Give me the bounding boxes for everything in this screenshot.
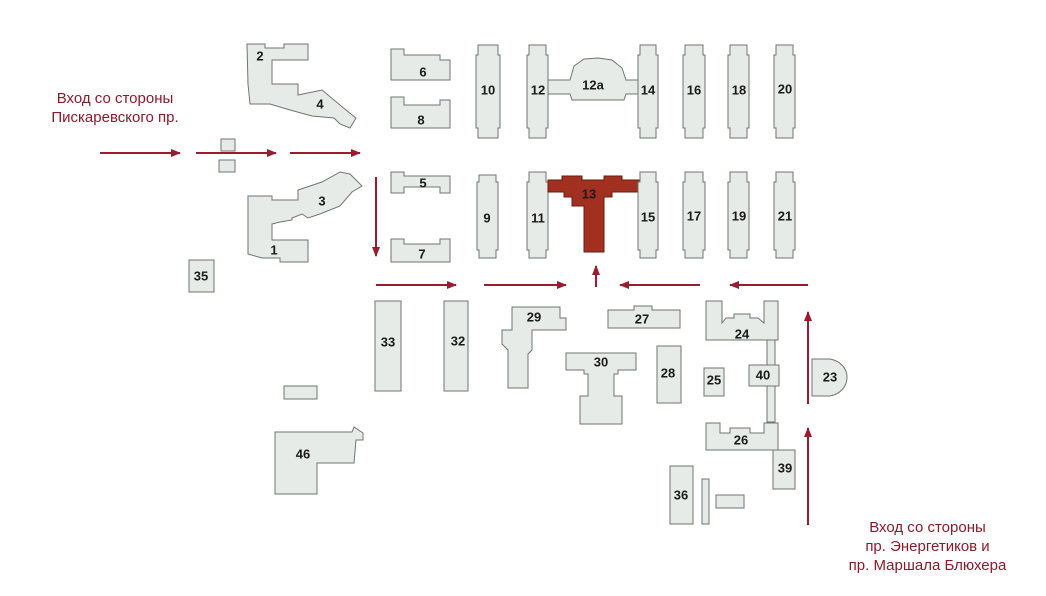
entrance-east-line1: Вход со стороны (869, 519, 986, 536)
building-18[interactable]: 18 (727, 44, 750, 139)
building-46-label: 46 (296, 447, 310, 462)
building-9[interactable]: 9 (476, 174, 499, 259)
small-structure-d[interactable] (715, 494, 745, 509)
building-16-label: 16 (687, 83, 701, 98)
building-12a[interactable]: 12a (547, 57, 641, 101)
building-6-label: 6 (419, 65, 426, 80)
building-5-label: 5 (419, 176, 426, 191)
building-32-label: 32 (451, 334, 465, 349)
building-32[interactable]: 32 (443, 300, 469, 392)
building-7-label: 7 (418, 247, 425, 262)
route-arrows (100, 149, 812, 525)
building-36-label: 36 (674, 488, 688, 503)
building-8[interactable]: 8 (390, 96, 451, 129)
building-28[interactable]: 28 (656, 345, 682, 404)
entrance-label-east: Вход со стороны пр. Энергетиков и пр. Ма… (800, 518, 1046, 575)
building-7[interactable]: 7 (390, 238, 451, 263)
entrance-east-line2: пр. Энергетиков и (865, 538, 990, 555)
building-39-label: 39 (778, 461, 792, 476)
building-29-label: 29 (527, 310, 541, 325)
building-27[interactable]: 27 (607, 305, 681, 329)
building-23-label: 23 (823, 370, 837, 385)
building-40[interactable]: 40 (748, 364, 780, 387)
building-24-label: 24 (735, 327, 750, 342)
building-30-label: 30 (594, 355, 608, 370)
building-35-label: 35 (194, 269, 208, 284)
building-28-label: 28 (661, 366, 675, 381)
building-29[interactable]: 29 (501, 306, 567, 389)
building-14-label: 14 (641, 83, 656, 98)
building-33[interactable]: 33 (374, 300, 402, 392)
building-10[interactable]: 10 (475, 44, 501, 139)
building-30[interactable]: 30 (565, 352, 637, 425)
building-19-label: 19 (732, 209, 746, 224)
building-33-label: 33 (381, 335, 395, 350)
building-5[interactable]: 5 (390, 171, 451, 194)
building-21-label: 21 (778, 209, 792, 224)
building-21[interactable]: 21 (773, 171, 796, 259)
building-3[interactable]: 3 (318, 194, 325, 209)
entrance-label-west: Вход со стороны Пискаревского пр. (15, 89, 215, 127)
building-12[interactable]: 12 (526, 44, 549, 139)
building-40-label: 40 (756, 368, 770, 383)
building-1[interactable]: 1 (247, 171, 363, 263)
building-17[interactable]: 17 (682, 171, 706, 259)
building-39[interactable]: 39 (772, 449, 796, 490)
building-8-label: 8 (417, 113, 424, 128)
small-structure-e[interactable] (283, 385, 318, 400)
building-4[interactable]: 4 (316, 97, 324, 112)
building-12-label: 12 (531, 83, 545, 98)
entrance-west-line1: Вход со стороны (56, 90, 174, 107)
building-9-label: 9 (483, 211, 490, 226)
small-structure-b[interactable] (218, 159, 236, 173)
building-10-label: 10 (481, 83, 495, 98)
building-11[interactable]: 11 (526, 171, 549, 259)
small-structure-c[interactable] (701, 478, 710, 525)
building-2-label: 2 (256, 49, 263, 64)
building-25-label: 25 (707, 373, 721, 388)
building-24[interactable]: 24 (705, 300, 779, 342)
entrance-west-line2: Пискаревского пр. (51, 109, 179, 126)
building-25[interactable]: 25 (703, 367, 725, 397)
small-structure-a[interactable] (220, 138, 236, 152)
building-20[interactable]: 20 (773, 44, 796, 139)
building-36[interactable]: 36 (669, 465, 694, 525)
building-15[interactable]: 15 (637, 171, 659, 259)
building-12a-label: 12a (582, 78, 604, 93)
entrance-east-line3: пр. Маршала Блюхера (848, 557, 1007, 574)
building-15-label: 15 (641, 210, 655, 225)
building-20-label: 20 (778, 82, 792, 97)
building-4-label: 4 (316, 97, 324, 112)
building-23[interactable]: 23 (811, 358, 848, 397)
building-1-label: 1 (270, 243, 277, 258)
building-27-label: 27 (635, 312, 649, 327)
building-26[interactable]: 26 (705, 422, 779, 451)
building-2[interactable]: 2 (246, 43, 357, 129)
building-18-label: 18 (732, 83, 746, 98)
building-16[interactable]: 16 (682, 44, 706, 139)
building-11-label: 11 (531, 211, 545, 226)
building-13[interactable]: 13 (547, 175, 641, 253)
building-17-label: 17 (687, 209, 701, 224)
building-13-label: 13 (582, 187, 596, 202)
building-35[interactable]: 35 (188, 259, 215, 293)
building-26-label: 26 (734, 433, 748, 448)
building-19[interactable]: 19 (727, 171, 750, 259)
building-3-label: 3 (318, 194, 325, 209)
building-14[interactable]: 14 (637, 44, 659, 139)
building-46[interactable]: 46 (274, 426, 364, 495)
building-6[interactable]: 6 (390, 48, 451, 81)
